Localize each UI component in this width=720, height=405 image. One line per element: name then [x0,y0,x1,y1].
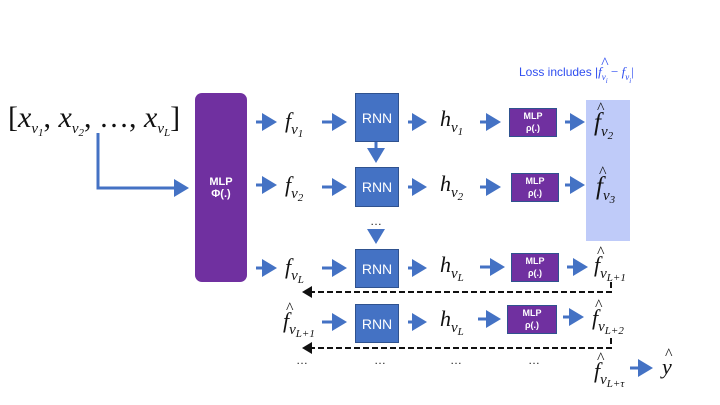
h-vL: hvL [440,306,464,338]
loss-note: Loss includes |fvi − fvi| [519,55,634,84]
x: x [58,101,72,134]
x: x [144,101,158,134]
h-v1: hv1 [440,106,464,138]
ellipsis: … [296,353,308,367]
ellipsis: … [374,353,386,367]
loss-formula: fvi − fvi| [598,55,634,84]
fhat-v2: fv2 [594,101,613,142]
f-vL: fvL [285,254,304,286]
mlp-label: MLP [209,175,233,188]
f-v2: fv2 [285,172,304,204]
sub: 2 [78,127,85,139]
sub: L [164,127,171,139]
ellipsis: … [528,353,540,367]
input-vector: [xv1, xv2, …, xvL] [8,103,180,139]
mlp-phi-block: MLP Φ(.) [195,93,247,282]
y-hat: y [662,347,672,378]
sep: , [43,101,59,134]
v: v [31,121,38,137]
sep: , [84,101,99,134]
fhat-vL1: fvL+1 [594,245,626,284]
loss-text: Loss includes | [519,65,599,79]
h-vL: hvL [440,252,464,284]
sep: , [129,101,144,134]
f-v1: fv1 [285,108,304,140]
rnn-block: RNN [355,93,399,142]
phi-label: Φ(.) [211,187,231,200]
ellipsis: … [450,353,462,367]
rnn-block: RNN [355,304,399,343]
fhat-vLtau: fvL+τ [594,351,624,390]
rnn-block: RNN [355,167,399,207]
x: x [18,101,32,134]
bracket: ] [170,101,181,134]
fhat-vL2: fvL+2 [592,298,624,337]
v: v [71,121,79,137]
feedback-dashed-arrow [302,282,612,298]
bracket: [ [8,101,18,134]
sub: 1 [38,127,44,139]
h-v2: hv2 [440,171,464,203]
input-arrow [96,133,189,197]
fhat-vL1-input: fvL+1 [283,301,315,340]
v: v [157,121,164,137]
feedback-dashed-arrow [302,338,612,354]
ellipsis: … [99,101,129,134]
fhat-v3: fv3 [596,165,615,206]
ellipsis: … [370,214,382,228]
rnn-block: RNN [355,249,399,288]
